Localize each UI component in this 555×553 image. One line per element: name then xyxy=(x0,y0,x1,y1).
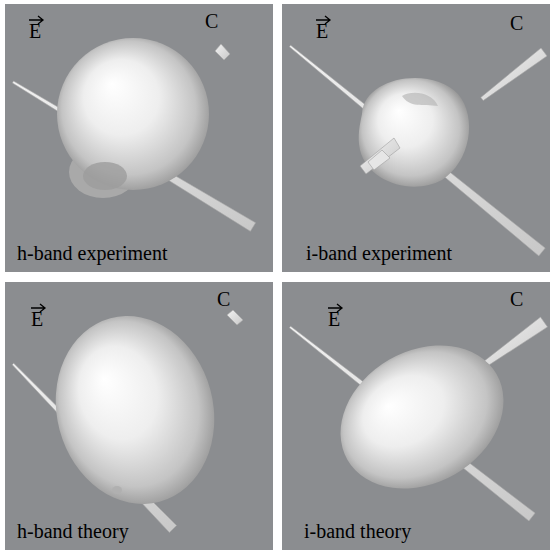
field-label: E xyxy=(316,20,328,42)
image-panel: E Ci-band experiment xyxy=(282,4,550,272)
field-label: E xyxy=(328,308,340,330)
panel-caption: h-band theory xyxy=(17,520,129,542)
axis-label: C xyxy=(217,288,230,310)
h-band-theory-surface xyxy=(5,282,273,550)
panel-caption: i-band experiment xyxy=(306,242,452,264)
image-panel: E Ch-band theory xyxy=(5,282,273,550)
axis-label: C xyxy=(510,12,523,34)
panel-caption: i-band theory xyxy=(304,520,411,542)
field-label: E xyxy=(29,20,41,42)
i-band-experiment-surface xyxy=(282,4,550,272)
i-band-theory-surface xyxy=(282,282,550,550)
image-panel: E Ch-band experiment xyxy=(5,4,273,272)
image-panel: E Ci-band theory xyxy=(282,282,550,550)
panel-caption: h-band experiment xyxy=(17,242,168,264)
axis-label: C xyxy=(510,288,523,310)
h-band-experiment-surface xyxy=(5,4,273,272)
field-label: E xyxy=(31,308,43,330)
axis-label: C xyxy=(205,10,218,32)
